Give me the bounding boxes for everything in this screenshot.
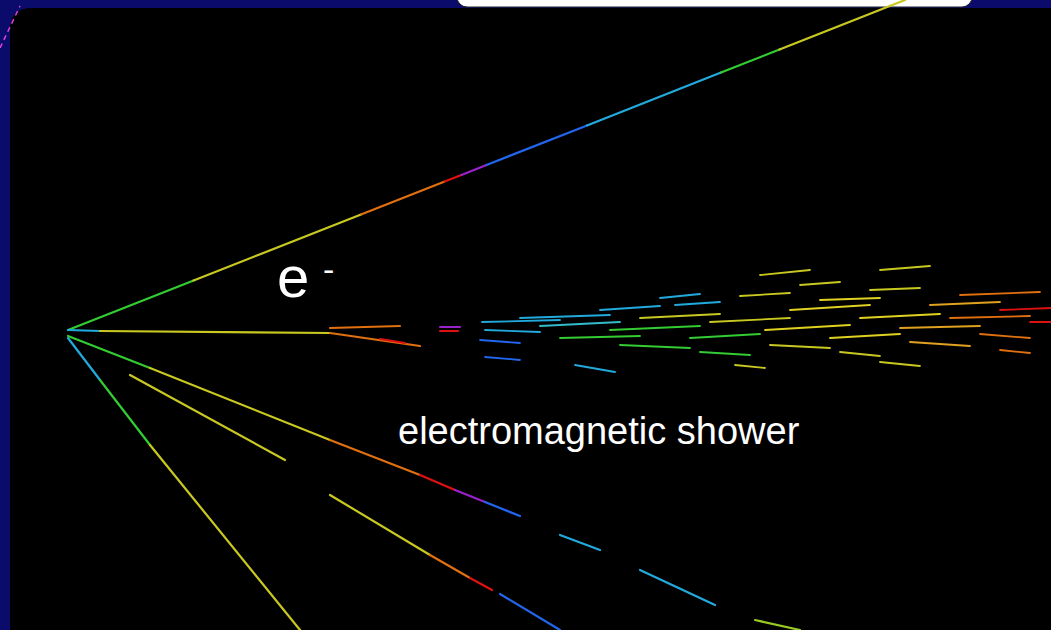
shower-label: electromagnetic shower xyxy=(398,412,799,450)
charge-superscript: - xyxy=(323,252,334,286)
particle-label: e xyxy=(277,248,309,306)
